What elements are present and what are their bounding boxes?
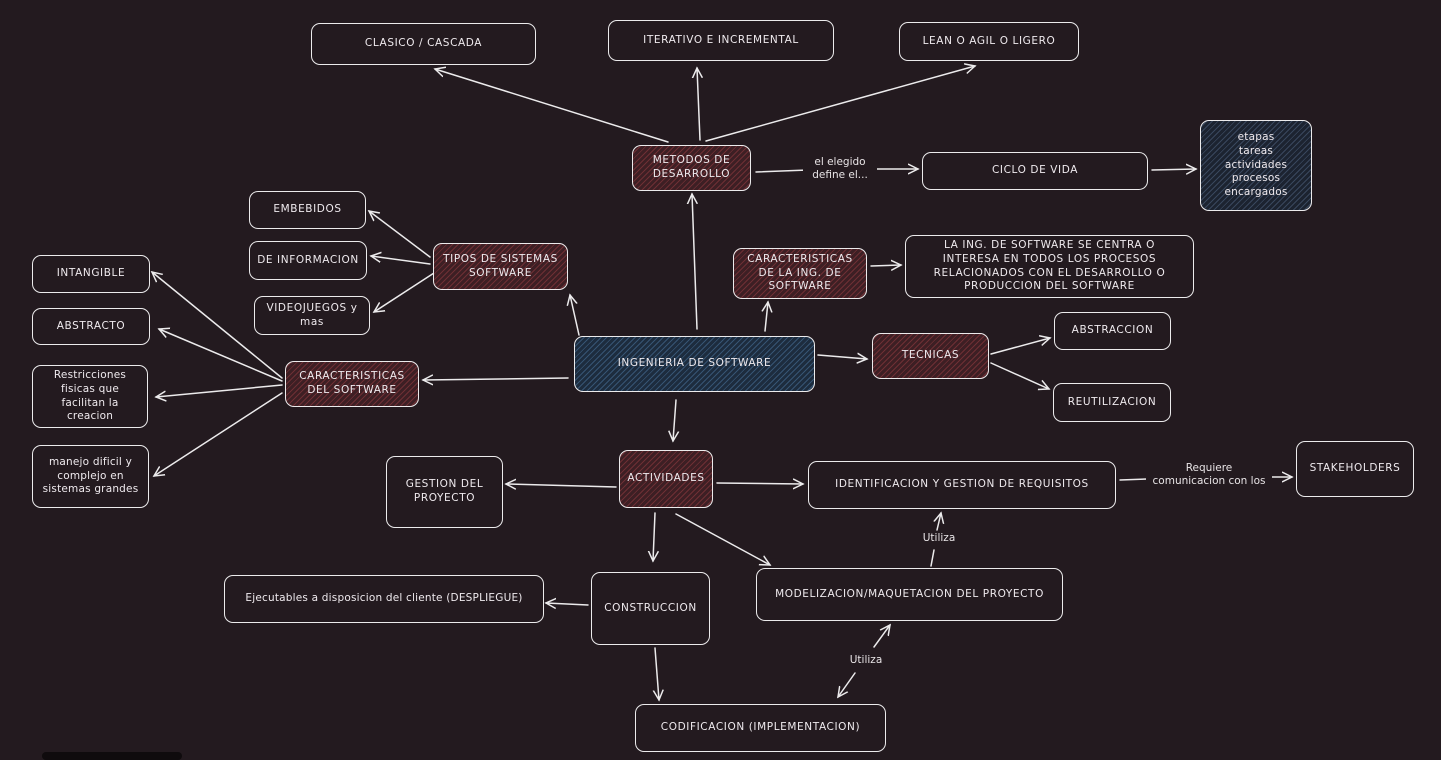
node-etapas-list[interactable]: etapas tareas actividades procesos encar…: [1200, 120, 1312, 211]
node-gestion-proyecto[interactable]: GESTION DEL PROYECTO: [386, 456, 503, 528]
node-modelizacion[interactable]: MODELIZACION/MAQUETACION DEL PROYECTO: [756, 568, 1063, 621]
edge-caracsw-abstracto: [159, 329, 283, 382]
node-manejo-dificil[interactable]: manejo dificil y complejo en sistemas gr…: [32, 445, 149, 508]
edge-ingenieria-tipos: [570, 295, 580, 336]
edge-label-elegido: el elegido define el...: [803, 156, 877, 183]
node-caracteristicas-software[interactable]: CARACTERISTICAS DEL SOFTWARE: [285, 361, 419, 407]
edge-tipos-deinformacion: [371, 256, 431, 265]
edge-ciclo-etapas: [1151, 169, 1196, 170]
edge-tecnicas-abstraccion: [990, 338, 1050, 355]
edge-tipos-videojuegos: [374, 272, 435, 312]
scroll-bar[interactable]: [42, 752, 182, 760]
edge-metodos-ciclo-a: [755, 169, 809, 173]
node-actividades[interactable]: ACTIVIDADES: [619, 450, 713, 508]
node-identificacion-requisitos[interactable]: IDENTIFICACION Y GESTION DE REQUISITOS: [808, 461, 1116, 509]
node-embebidos[interactable]: EMBEBIDOS: [249, 191, 366, 229]
edge-metodos-iterativo: [697, 68, 700, 141]
node-ing-centra[interactable]: LA ING. DE SOFTWARE SE CENTRA O INTERESA…: [905, 235, 1194, 298]
edge-tipos-embebidos: [369, 211, 431, 258]
node-tipos-sistemas[interactable]: TIPOS DE SISTEMAS SOFTWARE: [433, 243, 568, 290]
node-abstracto[interactable]: ABSTRACTO: [32, 308, 150, 345]
edge-model-ident-a: [930, 549, 935, 567]
node-iterativo-incremental[interactable]: ITERATIVO E INCREMENTAL: [608, 20, 834, 61]
edge-ingenieria-caracsw: [423, 378, 569, 380]
edge-caracsw-manejo: [154, 392, 283, 476]
edge-model-ident-b: [937, 513, 941, 531]
node-tecnicas[interactable]: TECNICAS: [872, 333, 989, 379]
edge-actividades-construccion: [653, 512, 655, 561]
edge-metodos-clasico: [435, 69, 669, 143]
node-abstraccion[interactable]: ABSTRACCION: [1054, 312, 1171, 350]
node-videojuegos[interactable]: VIDEOJUEGOS y mas: [254, 296, 370, 335]
edge-actividades-identificacion: [716, 483, 803, 484]
edge-tecnicas-reutilizacion: [990, 362, 1049, 389]
node-clasico-cascada[interactable]: CLASICO / CASCADA: [311, 23, 536, 65]
edge-caracing-centra: [870, 265, 901, 266]
edge-label-utiliza-1: Utiliza: [914, 532, 964, 546]
node-lean-agil-ligero[interactable]: LEAN O AGIL O LIGERO: [899, 22, 1079, 61]
edge-actividades-gestion: [506, 484, 617, 487]
node-ejecutables[interactable]: Ejecutables a disposicion del cliente (D…: [224, 575, 544, 623]
edge-caracsw-restricciones: [156, 384, 283, 397]
edge-actividades-modelizacion: [675, 513, 770, 565]
edge-label-requiere: Requiere comunicacion con los: [1146, 462, 1272, 489]
edge-construccion-codificacion: [655, 647, 659, 700]
node-metodos-desarrollo[interactable]: METODOS DE DESARROLLO: [632, 145, 751, 191]
edge-label-utiliza-2: Utiliza: [841, 654, 891, 668]
node-intangible[interactable]: INTANGIBLE: [32, 255, 150, 293]
edge-ingenieria-tecnicas: [817, 355, 867, 359]
node-ingenieria-software[interactable]: INGENIERIA DE SOFTWARE: [574, 336, 815, 392]
node-de-informacion[interactable]: DE INFORMACION: [249, 241, 367, 280]
edge-ident-stake-a: [1119, 478, 1149, 481]
edge-metodos-lean: [705, 66, 975, 142]
edge-cod-model-b: [873, 625, 890, 648]
edge-construccion-ejecutables: [546, 603, 589, 605]
edge-ingenieria-caracing: [765, 302, 768, 332]
node-caracteristicas-ing[interactable]: CARACTERISTICAS DE LA ING. DE SOFTWARE: [733, 248, 867, 299]
node-construccion[interactable]: CONSTRUCCION: [591, 572, 710, 645]
edge-caracsw-intangible: [152, 272, 283, 379]
edge-cod-model-a: [838, 672, 856, 697]
node-stakeholders[interactable]: STAKEHOLDERS: [1296, 441, 1414, 497]
edge-ingenieria-metodos: [692, 194, 697, 330]
node-codificacion[interactable]: CODIFICACION (IMPLEMENTACION): [635, 704, 886, 752]
node-restricciones[interactable]: Restricciones fisicas que facilitan la c…: [32, 365, 148, 428]
node-reutilizacion[interactable]: REUTILIZACION: [1053, 383, 1171, 422]
node-ciclo-de-vida[interactable]: CICLO DE VIDA: [922, 152, 1148, 190]
edge-ingenieria-actividades: [673, 399, 676, 441]
